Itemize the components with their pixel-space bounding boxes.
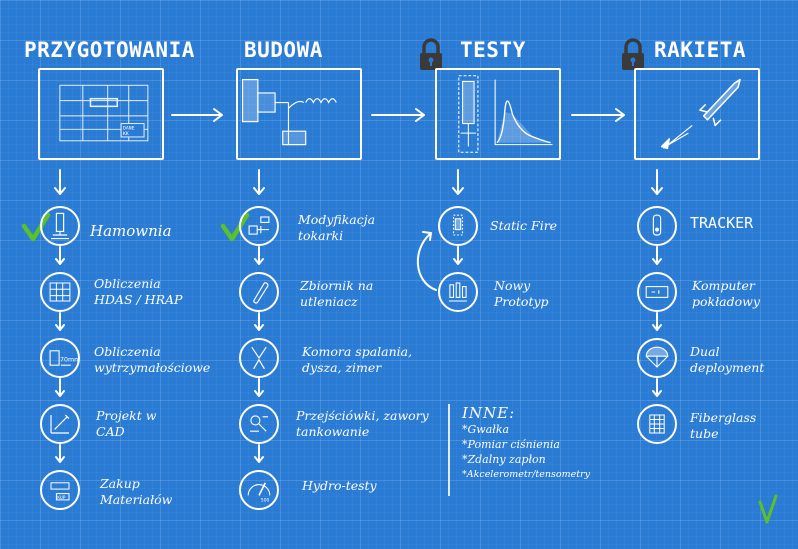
phase-title-tests: TESTY bbox=[460, 38, 526, 62]
rocket-sketch-frame bbox=[634, 68, 760, 160]
phase-title-build: BUDOWA bbox=[244, 38, 323, 62]
step-node-komora bbox=[239, 338, 279, 378]
build-sketch-frame bbox=[236, 68, 362, 160]
corner-check-icon bbox=[758, 494, 778, 524]
step-node-tracker bbox=[637, 206, 677, 246]
phase-title-rocket: RAKIETA bbox=[654, 38, 747, 62]
svg-text:70mm: 70mm bbox=[60, 357, 78, 364]
step-node-static-fire bbox=[438, 206, 478, 246]
svg-text:DANE: DANE bbox=[123, 125, 135, 131]
blueprint-sketch-icon: DANE KK bbox=[59, 84, 149, 142]
step-node-tokarka bbox=[239, 206, 279, 246]
pressure-gauge-icon: 500 bbox=[247, 482, 271, 504]
test-stand-icon bbox=[51, 212, 69, 240]
grid-calc-icon bbox=[49, 282, 71, 302]
step-label: Hydro-testy bbox=[302, 478, 377, 493]
ruler-icon: 70mm bbox=[49, 350, 78, 366]
step-node-komputer bbox=[637, 272, 677, 312]
prototype-icon bbox=[449, 282, 467, 302]
fiberglass-icon bbox=[649, 414, 665, 434]
cad-tools-icon bbox=[50, 414, 70, 434]
valves-icon bbox=[250, 415, 268, 432]
step-label: Komora spalania,dysza, zimer bbox=[302, 344, 413, 375]
step-node-zawory bbox=[239, 404, 279, 444]
step-node-zakup: KUP bbox=[40, 470, 80, 510]
other-note-item: *Zdalny zapłon bbox=[462, 453, 546, 466]
other-note-item: *Akcelerometr/tensometry bbox=[462, 469, 590, 480]
other-note-item: *Gwałka bbox=[462, 423, 510, 436]
other-notes-title: INNE: bbox=[462, 404, 516, 422]
test-chart-sketch-icon bbox=[458, 75, 553, 153]
svg-text:KUP: KUP bbox=[57, 495, 65, 501]
step-node-fiberglass bbox=[637, 404, 677, 444]
nozzle-icon bbox=[251, 346, 267, 370]
tracker-icon bbox=[652, 214, 662, 236]
parachute-icon bbox=[645, 346, 669, 368]
step-node-hdas bbox=[40, 272, 80, 312]
step-node-hamownia bbox=[40, 206, 80, 246]
step-node-wytrzymalosc: 70mm bbox=[40, 338, 80, 378]
padlock-icon-testy bbox=[420, 38, 442, 70]
tests-sketch-frame bbox=[435, 68, 561, 160]
lathe-sketch-icon bbox=[241, 78, 337, 146]
step-node-deployment bbox=[637, 338, 677, 378]
svg-text:KK: KK bbox=[123, 131, 129, 137]
step-node-prototyp bbox=[438, 272, 478, 312]
static-fire-icon bbox=[452, 214, 464, 236]
step-label: TRACKER bbox=[690, 214, 754, 232]
preparation-sketch-frame: DANE KK bbox=[38, 68, 164, 160]
other-note-item: *Pomiar ciśnienia bbox=[462, 438, 560, 451]
onboard-computer-icon bbox=[645, 286, 669, 298]
step-node-zbiornik bbox=[239, 272, 279, 312]
padlock-icon-rakieta bbox=[622, 38, 644, 70]
lathe-icon bbox=[248, 216, 270, 235]
step-label: Hamownia bbox=[90, 222, 172, 240]
phase-title-preparation: PRZYGOTOWANIA bbox=[24, 38, 195, 62]
other-notes: INNE: *Gwałka *Pomiar ciśnienia *Zdalny … bbox=[448, 404, 590, 496]
tank-icon bbox=[252, 282, 269, 304]
step-node-hydro: 500 bbox=[239, 470, 279, 510]
svg-text:500: 500 bbox=[261, 498, 270, 504]
step-node-cad bbox=[40, 404, 80, 444]
rocket-sketch-icon bbox=[660, 78, 741, 150]
step-label: Static Fire bbox=[490, 218, 558, 233]
purchase-icon: KUP bbox=[50, 482, 70, 501]
